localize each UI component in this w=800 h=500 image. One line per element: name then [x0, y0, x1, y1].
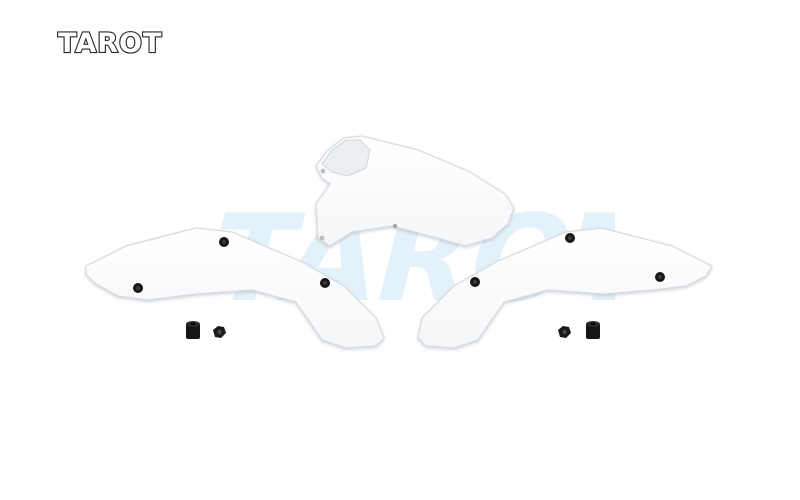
screw-head-icon: [320, 278, 330, 288]
right-panel: [417, 227, 713, 349]
center-panel: [315, 135, 515, 247]
nut-icon: [558, 326, 571, 338]
brand-logo: TAROT: [57, 28, 163, 59]
spacer-icon: [186, 321, 200, 339]
screw-head-icon: [219, 237, 229, 247]
left-panel: [85, 227, 385, 349]
screw-head-icon: [470, 277, 480, 287]
screw-head-icon: [655, 272, 665, 282]
nut-icon: [213, 326, 226, 338]
screw-head-icon: [133, 283, 143, 293]
spacer-icon: [586, 321, 600, 339]
screw-head-icon: [565, 233, 575, 243]
